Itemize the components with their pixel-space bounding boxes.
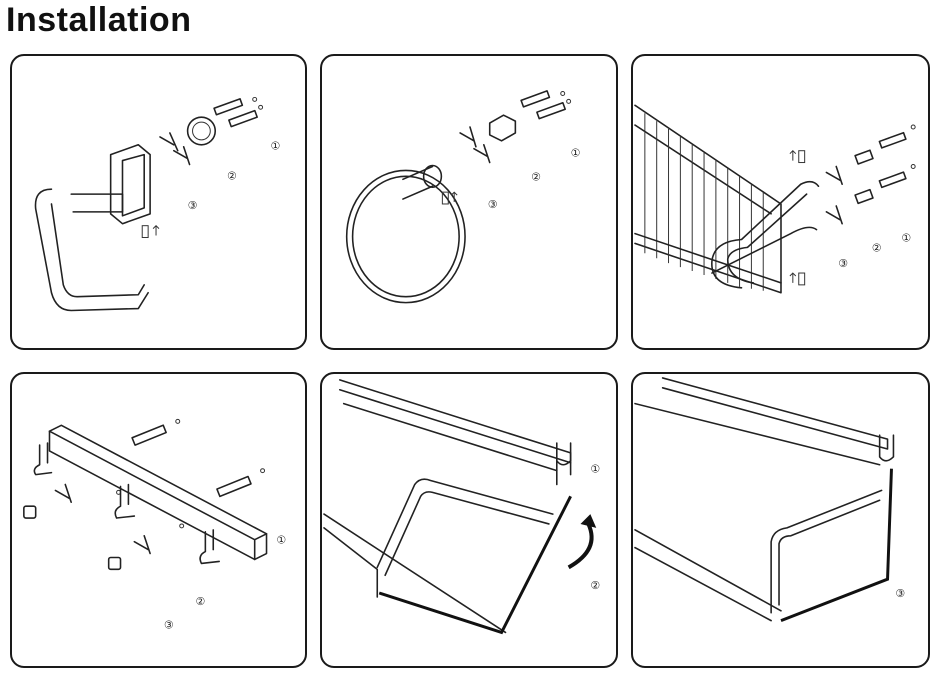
hook-icon	[33, 442, 220, 565]
step-label: ①	[590, 463, 600, 476]
step-label: ①	[901, 231, 911, 244]
step-label: ③	[188, 199, 198, 212]
screw-icon	[825, 165, 843, 225]
screw-anchor-icon	[789, 150, 806, 286]
toilet-paper-holder-diagram: ① ② ③	[34, 96, 280, 312]
wall-plug-icon	[131, 418, 266, 498]
step-label: ②	[590, 579, 600, 592]
ring-icon	[345, 169, 466, 304]
panel-robe-hook-rail: ① ② ③	[10, 372, 307, 668]
wall-rail-icon	[338, 379, 572, 486]
screw-anchor-icon	[441, 191, 458, 205]
step-label: ③	[895, 587, 905, 600]
step-label: ②	[531, 170, 541, 183]
panel-shelf-mounting: ① ②	[320, 372, 618, 668]
screw-icon	[459, 126, 491, 164]
shelf-icon	[634, 468, 893, 623]
robe-hook-rail-diagram: ① ② ③	[23, 418, 286, 632]
shelf-mounted-diagram: ③	[634, 377, 905, 623]
screw-icon	[159, 132, 191, 166]
page-title: Installation	[6, 1, 192, 39]
rotate-arrow-icon	[567, 514, 597, 570]
step-label: ③	[164, 619, 174, 632]
hook-rail-icon	[48, 424, 268, 561]
shower-basket-diagram: ① ② ③	[634, 104, 916, 294]
screw-icon	[54, 483, 151, 555]
basket-icon	[634, 104, 820, 294]
step-label: ②	[227, 169, 237, 182]
towel-ring-diagram: ① ② ③	[345, 90, 581, 304]
wall-plug-icon	[213, 96, 264, 128]
panel-shower-basket: ① ② ③	[631, 54, 930, 350]
step-label: ①	[270, 140, 280, 153]
wall-plug-icon	[488, 90, 572, 142]
wall-rail-icon	[634, 377, 895, 466]
step-label: ③	[838, 257, 848, 270]
shelf-mounting-diagram: ① ②	[323, 379, 600, 635]
panel-shelf-mounted: ③	[631, 372, 930, 668]
step-label: ①	[571, 147, 581, 160]
screw-anchor-icon	[141, 224, 160, 239]
step-label: ③	[488, 198, 498, 211]
wall-plug-icon	[854, 124, 916, 205]
rosette-icon	[186, 116, 217, 146]
step-label: ②	[195, 595, 205, 608]
step-label: ②	[872, 241, 882, 254]
panel-towel-ring: ① ② ③	[320, 54, 618, 350]
panel-toilet-paper-holder: ① ② ③	[10, 54, 307, 350]
shelf-icon	[323, 478, 572, 635]
step-label: ①	[276, 534, 286, 547]
